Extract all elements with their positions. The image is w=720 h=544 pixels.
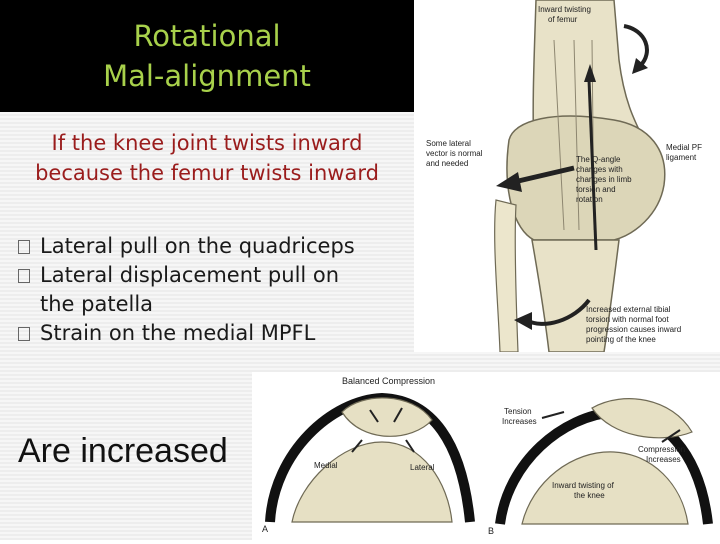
q-angle-arrow-line <box>587 79 598 251</box>
label-inward-knee-1: Inward twisting of <box>552 481 615 490</box>
label-medial: Medial <box>314 461 338 470</box>
panel-a-label: A <box>262 524 268 534</box>
label-external-tibial-4: pointing of the knee <box>586 335 656 344</box>
lateral-vector-arrow-line <box>513 165 575 185</box>
subtitle-line-1: If the knee joint twists inward <box>51 131 363 155</box>
label-external-tibial-2: torsion with normal foot <box>586 315 669 324</box>
patellofemoral-figure: Balanced Compression Medial Lateral A Te… <box>252 372 720 540</box>
knee-anatomy-figure: Inward twisting of femur Some lateral ve… <box>414 0 720 353</box>
panel-a-patella <box>341 397 433 437</box>
lateral-vector-arrow-head <box>496 172 522 192</box>
panel-a-arrow-1 <box>369 409 379 423</box>
slide-title-line-1: Rotational <box>133 19 281 53</box>
tension-arrow-line <box>541 411 565 419</box>
subtitle-line-2: because the femur twists inward <box>35 161 379 185</box>
label-balanced-compression: Balanced Compression <box>342 376 435 386</box>
title-box: Rotational Mal-alignment <box>0 0 414 112</box>
bullet-box-icon <box>18 261 40 319</box>
panel-a-arrow-4 <box>405 439 415 453</box>
bullet-text: Lateral displacement pull on <box>40 263 340 287</box>
panel-b-femur <box>521 451 689 525</box>
label-external-tibial-1: Increased external tibial <box>586 305 671 314</box>
patellofemoral-illustration: Balanced Compression Medial Lateral A Te… <box>262 376 713 536</box>
label-qangle-5: rotation <box>576 195 603 204</box>
q-angle-arrow-head <box>584 64 596 82</box>
label-qangle-4: torsion and <box>576 185 616 194</box>
bullet-box-icon <box>18 319 40 348</box>
bullet-box-icon <box>18 232 40 261</box>
slide-title-line-2: Mal-alignment <box>103 59 311 93</box>
label-tension-2: Increases <box>502 417 537 426</box>
panel-a-arrow-3 <box>351 439 363 453</box>
panel-b-patella <box>591 398 693 439</box>
conclusion-text: Are increased <box>18 432 228 470</box>
knee-joint-shape <box>506 115 666 241</box>
bullet-item: Strain on the medial MPFL <box>18 319 418 348</box>
label-qangle-2: changes with <box>576 165 623 174</box>
tibia-twist-arrow-head <box>514 312 532 330</box>
bullet-text-continued: the patella <box>40 292 154 316</box>
fibula-shape <box>494 199 519 353</box>
label-lateral-vector-1: Some lateral <box>426 139 471 148</box>
slide-subtitle: If the knee joint twists inward because … <box>10 128 404 188</box>
label-lateral-vector-3: and needed <box>426 159 468 168</box>
label-inward-twisting-1: Inward twisting <box>538 5 591 14</box>
label-medial-pf-2: ligament <box>666 153 697 162</box>
bullet-text: Strain on the medial MPFL <box>40 321 316 345</box>
panel-a-femur <box>291 441 453 523</box>
label-qangle-3: changes in limb <box>576 175 632 184</box>
label-inward-knee-2: the knee <box>574 491 605 500</box>
label-tension-1: Tension <box>504 407 532 416</box>
bullet-list: Lateral pull on the quadriceps Lateral d… <box>18 232 418 348</box>
panel-a-arrow-2 <box>393 407 403 423</box>
bullet-text: Lateral pull on the quadriceps <box>40 234 355 258</box>
knee-anatomy-illustration: Inward twisting of femur Some lateral ve… <box>426 0 702 353</box>
femur-twist-arrow-head <box>632 58 648 74</box>
bullet-item: Lateral pull on the quadriceps <box>18 232 418 261</box>
label-inward-twisting-2: of femur <box>548 15 578 24</box>
bullet-item: Lateral displacement pull on the patella <box>18 261 418 319</box>
femur-twist-arrow <box>623 24 649 68</box>
label-lateral-vector-2: vector is normal <box>426 149 483 158</box>
label-compression-1: Compression <box>638 445 685 454</box>
label-qangle-1: The Q-angle <box>576 155 621 164</box>
compression-arrow-line <box>661 429 681 443</box>
label-medial-pf-1: Medial PF <box>666 143 702 152</box>
label-compression-2: Increases <box>646 455 681 464</box>
panel-b-label: B <box>488 526 494 536</box>
label-external-tibial-3: progression causes inward <box>586 325 681 334</box>
label-lateral: Lateral <box>410 463 435 472</box>
